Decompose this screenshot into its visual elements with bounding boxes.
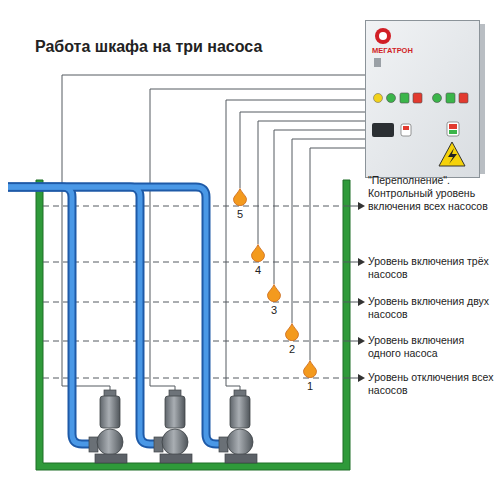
level-line (43, 206, 359, 378)
power-wire (62, 75, 365, 391)
submersible-pump (219, 390, 257, 463)
float-switch: 4 (250, 244, 266, 276)
selector-switch (449, 130, 457, 134)
discharge-pipe (8, 187, 220, 444)
level-arrow (358, 202, 365, 210)
pump-foot (225, 454, 257, 463)
float-drop (286, 324, 299, 341)
panel-window (374, 58, 381, 67)
level-label: "Переполнение". Контрольный уровень вклю… (368, 174, 496, 213)
level-line (343, 341, 359, 342)
push-button (446, 93, 455, 103)
pump-volute (97, 429, 123, 455)
float-drop (268, 285, 281, 302)
pump-motor (165, 396, 185, 428)
tank-wall (36, 180, 350, 470)
level-label: Уровень включения одного насоса (368, 334, 496, 360)
submersible-pump (89, 390, 127, 463)
callout-number: 2 (288, 343, 296, 355)
selector-switch (449, 124, 457, 129)
indicator-lamp (387, 94, 396, 103)
cabinet-side (480, 24, 485, 174)
float-switch: 3 (266, 284, 282, 316)
pump-motor (230, 396, 250, 428)
discharge-pipe (8, 187, 220, 444)
level-arrow (358, 298, 365, 306)
level-line (43, 302, 343, 303)
signal-wire (310, 148, 365, 360)
brand-emblem (375, 28, 391, 44)
submersible-pump (154, 390, 192, 463)
float-drop (252, 245, 265, 262)
signal-wire (240, 112, 365, 188)
level-line (43, 341, 343, 342)
indicator-lamp (374, 94, 383, 103)
float-drop (304, 361, 317, 378)
level-line (43, 262, 343, 263)
diagram-title: Работа шкафа на три насоса (35, 38, 262, 56)
discharge-pipe (8, 187, 155, 444)
float-drop (267, 284, 281, 302)
selector-switch (401, 124, 411, 136)
push-button (413, 93, 422, 103)
discharge-pipe (8, 187, 155, 444)
power-wire (62, 75, 365, 391)
float-switch: 2 (284, 323, 300, 355)
pump-flange (219, 437, 228, 452)
pump-volute (227, 429, 253, 455)
float-drop (234, 189, 247, 206)
callout-number: 4 (254, 264, 262, 276)
signal-wire (292, 139, 365, 323)
level-line (43, 206, 343, 207)
discharge-pipe (8, 187, 90, 444)
callout-number: 3 (270, 304, 278, 316)
level-arrow (358, 258, 365, 266)
selector-switch (403, 126, 409, 130)
brand-emblem (379, 32, 387, 40)
level-arrow (358, 337, 365, 345)
level-line (343, 302, 359, 303)
level-label: Уровень включения двух насосов (368, 295, 496, 321)
level-arrow (358, 374, 365, 382)
level-label: Уровень отключения всех насосов (368, 371, 496, 397)
warning-sign (448, 148, 457, 164)
float-switch: 5 (232, 188, 248, 220)
float-drop (303, 360, 317, 378)
float-switch: 1 (302, 360, 318, 392)
warning-sign (439, 142, 465, 166)
level-label: Уровень включения трёх насосов (368, 255, 496, 281)
level-line (343, 206, 359, 207)
discharge-pipe (8, 187, 220, 444)
discharge-pipe (8, 187, 90, 444)
callout-number: 1 (306, 380, 314, 392)
signal-wire (274, 130, 365, 284)
callout-number: 5 (236, 208, 244, 220)
float-drop (233, 188, 247, 206)
indicator-lamp (433, 94, 442, 103)
pump-foot (160, 454, 192, 463)
level-arrow (358, 202, 365, 382)
control-cabinet: МЕГАТРОН (365, 20, 480, 178)
float-drop (285, 323, 299, 341)
level-line (343, 378, 359, 379)
power-wire (150, 89, 365, 391)
brand-name: МЕГАТРОН (372, 46, 413, 55)
pump-flange (89, 437, 98, 452)
cabinet-body (365, 20, 480, 178)
level-line (343, 262, 359, 263)
push-button (400, 93, 409, 103)
selector-switch (447, 122, 459, 136)
float-drop (251, 244, 265, 262)
pump-foot (95, 454, 127, 463)
pump-motor (100, 396, 120, 428)
pump-flange (154, 437, 163, 452)
level-line (43, 378, 343, 379)
pump-volute (162, 429, 188, 455)
push-button (459, 93, 468, 103)
mode-selector (372, 123, 394, 137)
